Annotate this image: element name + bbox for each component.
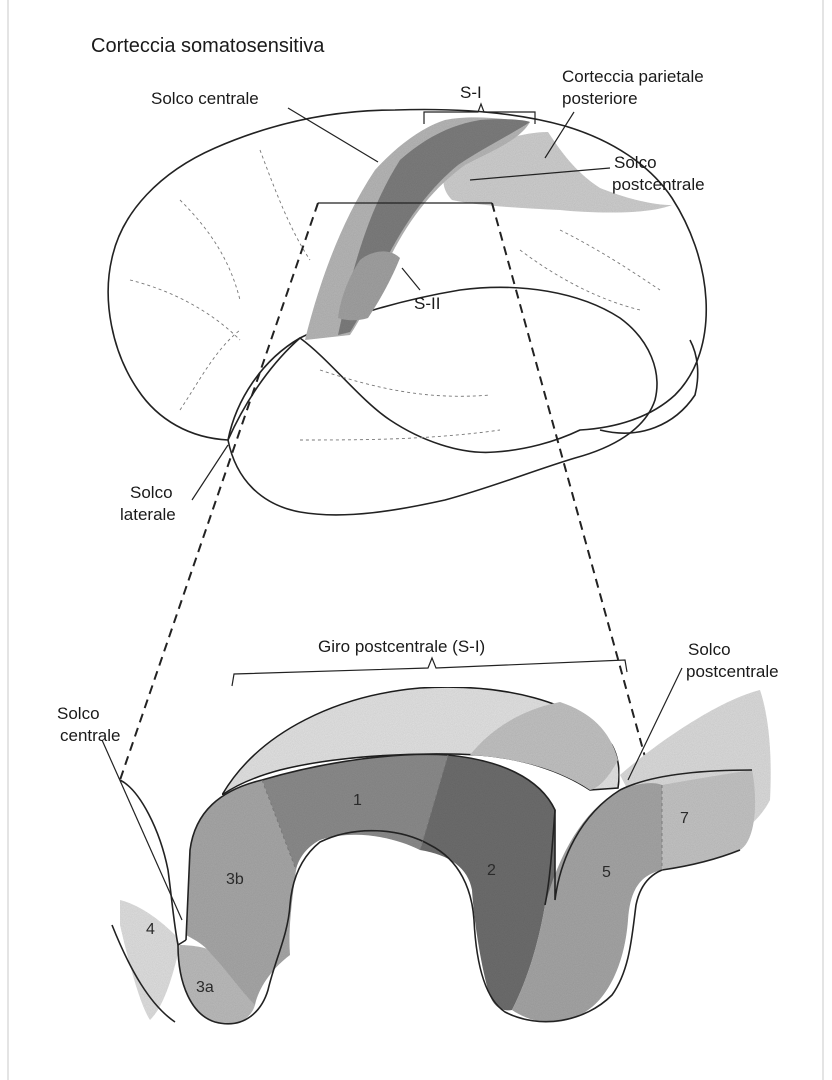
area-4-label: 4: [146, 921, 155, 938]
area-4-region: [120, 900, 180, 1020]
giro-postcentrale-bracket: [232, 658, 627, 686]
area-7-label: 7: [680, 810, 689, 827]
solco-postcentrale-top-label-1: Solco: [614, 153, 657, 172]
temporal-lobe: [228, 287, 657, 515]
gyrus-line: [520, 250, 640, 310]
postcentral-gyrus-section: [102, 658, 771, 1024]
gyrus-line: [130, 280, 240, 340]
gyrus-line: [180, 330, 240, 410]
solco-centrale-leader: [288, 108, 378, 162]
solco-centrale-bottom-leader: [102, 740, 182, 920]
s1-top-label: S-I: [460, 83, 482, 102]
solco-postcentrale-bottom-label-1: Solco: [688, 640, 731, 659]
giro-postcentrale-label: Giro postcentrale (S-I): [318, 637, 485, 656]
central-sulcus-outline: [178, 940, 186, 945]
corteccia-parietale-label-1: Corteccia parietale: [562, 67, 704, 86]
solco-postcentrale-top-label-2: postcentrale: [612, 175, 705, 194]
gyrus-line: [300, 430, 500, 440]
solco-laterale-label-2: laterale: [120, 505, 176, 524]
solco-laterale-label-1: Solco: [130, 483, 173, 502]
solco-postcentrale-bottom-label-2: postcentrale: [686, 662, 779, 681]
gyrus-line: [560, 230, 660, 290]
area-1-label: 1: [353, 792, 362, 809]
solco-centrale-bottom-label-1: Solco: [57, 704, 100, 723]
area-7-region: [662, 770, 755, 870]
gyrus-line: [260, 150, 310, 260]
solco-laterale-leader: [192, 445, 228, 500]
s2-label: S-II: [414, 294, 440, 313]
corteccia-parietale-label-2: posteriore: [562, 89, 638, 108]
area-3b-label: 3b: [226, 871, 244, 888]
gyrus-line: [320, 370, 490, 396]
area-2-label: 2: [487, 862, 496, 879]
solco-centrale-top-label: Solco centrale: [151, 89, 259, 108]
area-3a-label: 3a: [196, 979, 214, 996]
area-5-label: 5: [602, 864, 611, 881]
s2-leader: [402, 268, 420, 290]
projection-line-right: [492, 203, 650, 775]
gyrus-line: [180, 200, 240, 300]
title-label: Corteccia somatosensitiva: [91, 35, 325, 57]
solco-centrale-bottom-label-2: centrale: [60, 726, 120, 745]
